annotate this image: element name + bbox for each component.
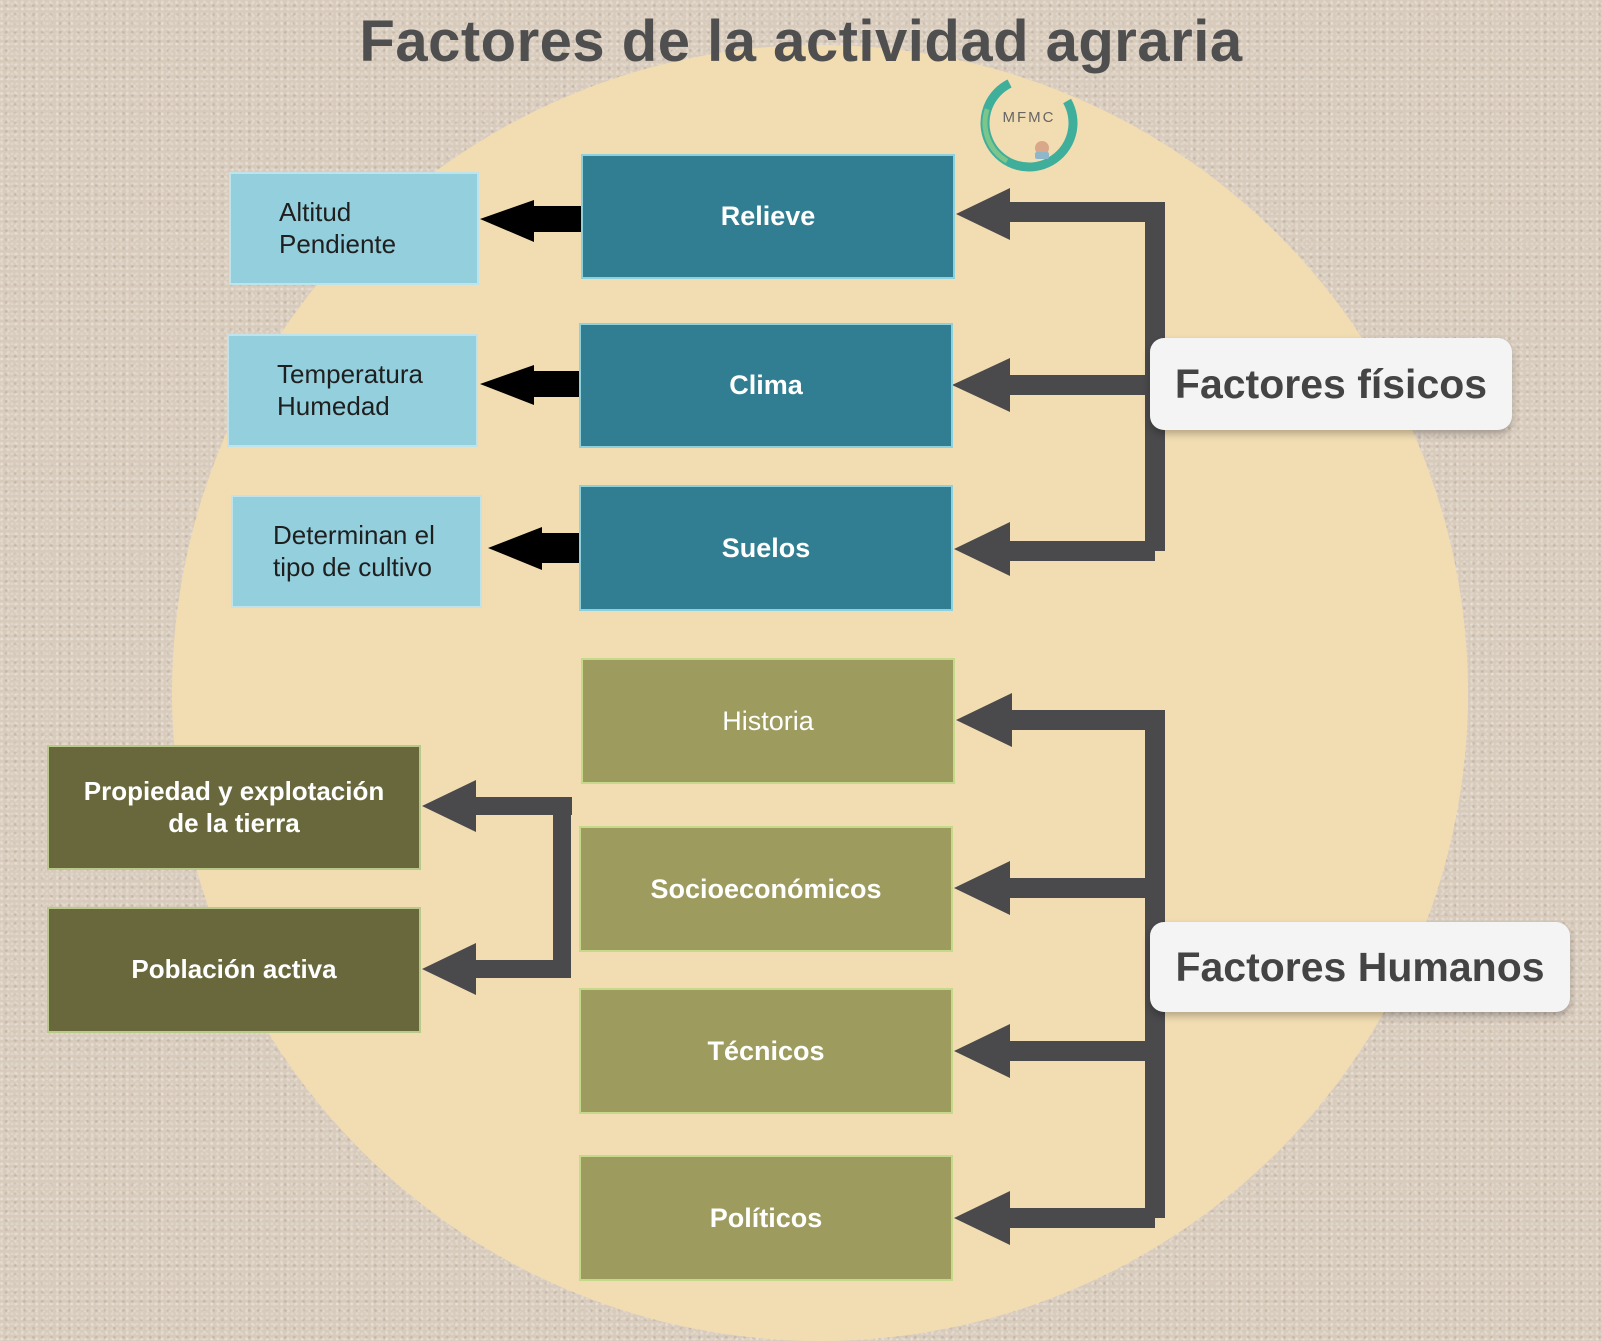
- detail-propiedad: Propiedad y explotación de la tierra: [47, 745, 421, 870]
- label-factores-fisicos-text: Factores físicos: [1174, 360, 1488, 407]
- mfmc-logo-icon: MFMC: [980, 74, 1078, 172]
- human-bracket: [1010, 710, 1165, 1228]
- factor-historia: Historia: [581, 658, 955, 784]
- arrowhead-tecnicos: [954, 1024, 1010, 1078]
- factor-politicos-label: Políticos: [709, 1202, 823, 1233]
- detail-clima-text: Temperatura Humedad: [277, 359, 423, 421]
- detail-poblacion: Población activa: [47, 907, 421, 1033]
- socioeconomic-arrowheads: [422, 780, 476, 995]
- detail-suelos-text: Determinan el tipo de cultivo: [273, 520, 435, 582]
- detail-poblacion-text: Población activa: [131, 954, 337, 985]
- factor-historia-label: Historia: [722, 705, 814, 736]
- label-factores-humanos-text: Factores Humanos: [1175, 943, 1545, 990]
- arrowhead-clima-detail: [480, 365, 534, 405]
- factor-relieve-label: Relieve: [720, 201, 816, 231]
- arrowhead-suelos-detail: [488, 527, 542, 570]
- arrowhead-relieve: [956, 188, 1010, 240]
- arrowhead-historia: [956, 693, 1012, 747]
- detail-relieve: Altitud Pendiente: [229, 172, 479, 285]
- factor-socioeconomicos: Socioeconómicos: [579, 826, 953, 952]
- arrowhead-socioeconomicos: [954, 861, 1010, 915]
- detail-relieve-text: Altitud Pendiente: [279, 197, 397, 259]
- factor-clima-label: Clima: [729, 370, 803, 400]
- factor-socioeconomicos-label: Socioeconómicos: [650, 873, 882, 904]
- physical-bracket: [1010, 202, 1165, 561]
- factor-suelos: Suelos: [579, 485, 953, 611]
- logo-text: MFMC: [1003, 109, 1056, 126]
- factor-relieve: Relieve: [581, 154, 955, 279]
- arrowhead-suelos: [954, 522, 1010, 576]
- detail-clima: Temperatura Humedad: [227, 334, 478, 447]
- label-factores-humanos: Factores Humanos: [1150, 922, 1570, 1012]
- factor-clima: Clima: [579, 323, 953, 448]
- detail-propiedad-text: Propiedad y explotación de la tierra: [83, 776, 385, 838]
- socioeconomic-bracket: [476, 797, 572, 978]
- arrowhead-relieve-detail: [480, 200, 534, 242]
- detail-suelos: Determinan el tipo de cultivo: [231, 495, 482, 608]
- arrowhead-clima: [952, 358, 1010, 412]
- label-factores-fisicos: Factores físicos: [1150, 338, 1512, 430]
- factor-politicos: Políticos: [579, 1155, 953, 1281]
- factor-tecnicos: Técnicos: [579, 988, 953, 1114]
- physical-arrowheads: [952, 188, 1010, 576]
- diagram-title: Factores de la actividad agraria: [359, 9, 1243, 74]
- factor-suelos-label: Suelos: [721, 532, 811, 563]
- factor-tecnicos-label: Técnicos: [707, 1035, 825, 1066]
- arrowhead-poblacion: [422, 943, 476, 995]
- arrowhead-politicos: [954, 1191, 1010, 1245]
- human-arrowheads: [954, 693, 1012, 1245]
- arrowhead-propiedad: [422, 780, 476, 832]
- detail-arrows: [480, 200, 587, 570]
